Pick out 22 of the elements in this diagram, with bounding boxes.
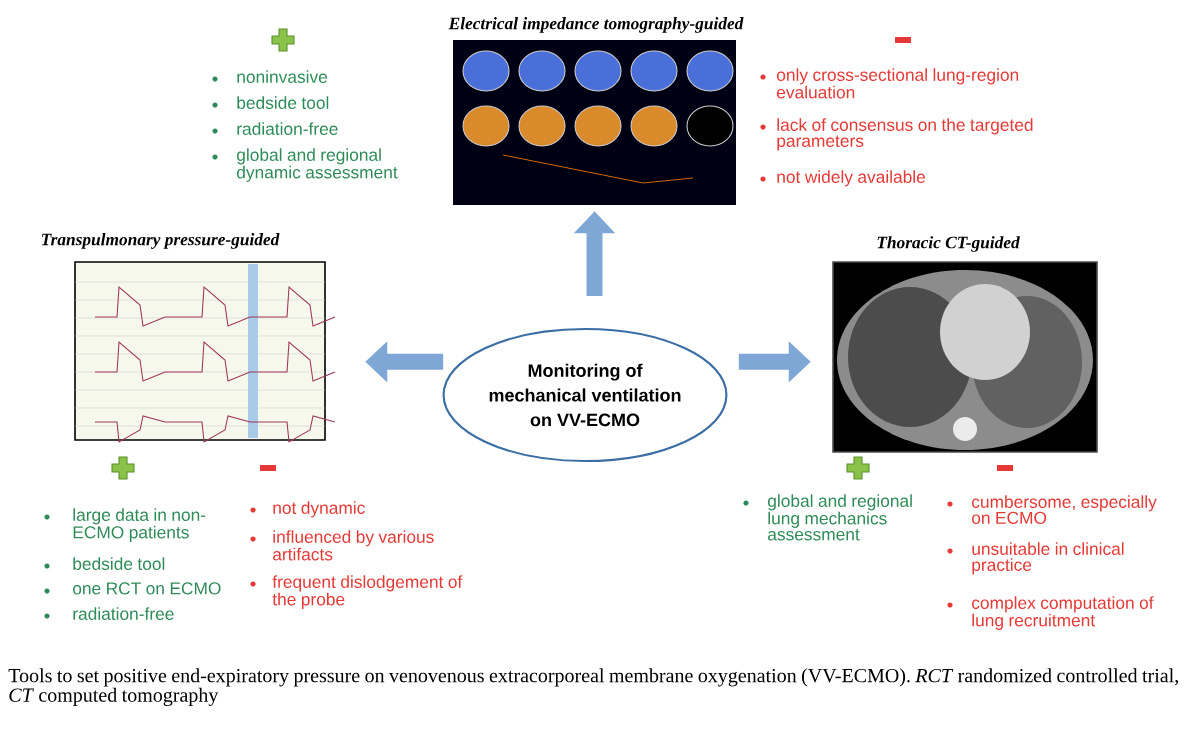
bullet-item: bedside tool	[237, 96, 329, 109]
bullet-item: cumbersome, especially on ECMO	[972, 495, 1157, 524]
image-title: Thoracic CT-guided	[877, 236, 1020, 252]
bullet-item: large data in non-ECMO patients	[73, 508, 206, 542]
bullet-item: radiation-free	[73, 607, 174, 620]
bullet-item: bedside tool	[73, 557, 165, 570]
caption: Tools to set positive end-expiratory pressure on venovenous extracorporeal membrane oxygenation (VV-ECMO). RCT randomized controlled trial, CT computed tomography	[8, 668, 1178, 706]
bullet-item: not widely available	[777, 170, 925, 187]
bullet-item: lack of consensus on the targeted parameters	[777, 118, 1033, 151]
bullet-item: noninvasive	[237, 70, 327, 83]
bullet-item: not dynamic	[273, 501, 365, 518]
bullet-item: frequent dislodgement of the probe	[272, 575, 463, 609]
bullet-item: global and regional dynamic assessment	[237, 148, 398, 182]
bullet-item: influenced by various artifacts	[273, 530, 434, 561]
bullet-item: radiation-free	[237, 122, 338, 135]
image-title: Electrical impedance tomography-guided	[448, 17, 744, 33]
bullet-item: complex computation of lung recruitment	[972, 596, 1154, 630]
bullet-item: one RCT on ECMO	[73, 582, 221, 595]
bullet-item: unsuitable in clinical practice	[972, 542, 1124, 575]
image-title: Transpulmonary pressure-guided	[41, 233, 280, 249]
bullet-item: only cross-sectional lung-region evaluation	[777, 68, 1019, 99]
bullet-item: global and regional lung mechanics assessment	[768, 494, 912, 541]
